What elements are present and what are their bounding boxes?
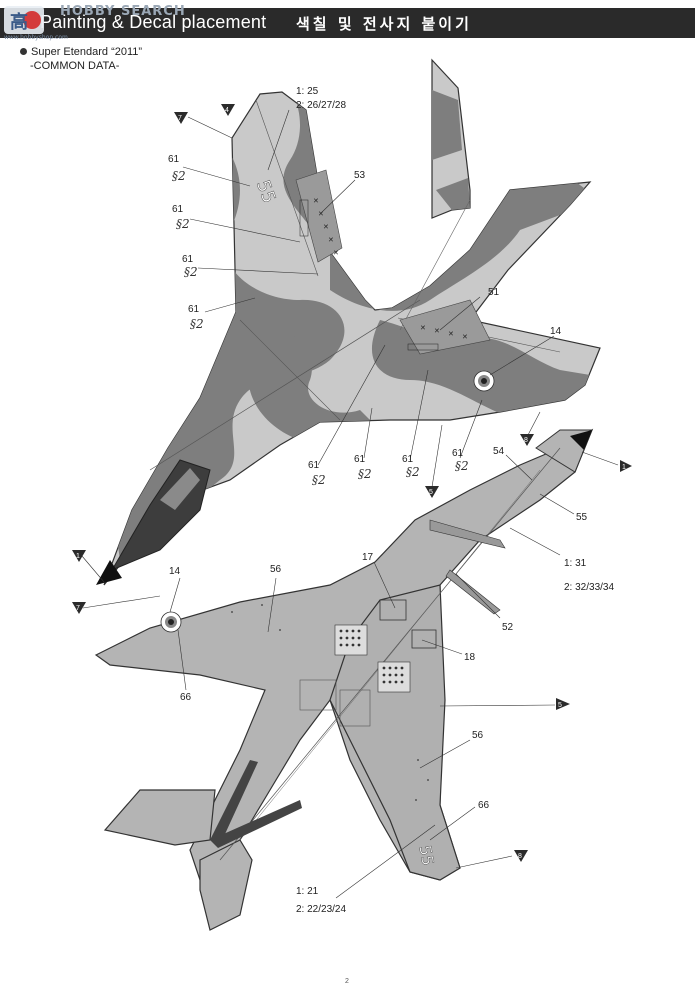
bullet-icon xyxy=(20,47,27,55)
page-number: 2 xyxy=(345,978,349,985)
svg-text:7: 7 xyxy=(178,115,182,122)
callout-decal-32-34: 2: 32/33/34 xyxy=(564,582,614,593)
svg-text:✕: ✕ xyxy=(333,249,339,257)
roundel-underside-icon xyxy=(160,611,182,633)
svg-text:4: 4 xyxy=(225,107,229,114)
callout-decal-66-2: 66 xyxy=(478,800,490,811)
watermark-logo-text: 高 xyxy=(10,11,28,33)
header-bar xyxy=(0,8,695,38)
svg-text:✕: ✕ xyxy=(318,210,324,218)
callout-decal-61-5: 61 xyxy=(308,460,320,471)
handwritten-mark: §2 xyxy=(176,217,190,231)
svg-text:7: 7 xyxy=(76,605,80,612)
svg-text:✕: ✕ xyxy=(328,236,334,244)
callout-decal-61-8: 61 xyxy=(452,448,464,459)
roundel-icon xyxy=(473,370,495,392)
callout-decal-54: 54 xyxy=(493,446,505,457)
watermark-logo-icon: 高 xyxy=(4,6,44,34)
callout-decal-25: 1: 25 xyxy=(296,86,319,97)
common-data-label: -COMMON DATA- xyxy=(30,60,120,72)
callout-decal-52: 52 xyxy=(502,622,514,633)
svg-text:✕: ✕ xyxy=(462,333,468,341)
svg-text:1: 1 xyxy=(622,464,626,471)
page-title: Painting & Decal placement xyxy=(40,12,267,32)
aircraft-top-view: ✕ ✕ ✕ ✕ ✕ ✕ ✕ ✕ ✕ 55 xyxy=(96,58,601,586)
callout-decal-51: 51 xyxy=(488,287,500,298)
model-name: Super Etendard “2011” xyxy=(20,46,142,58)
marker-4-top: 4 xyxy=(221,104,235,116)
marker-5-top: 5 xyxy=(425,486,439,498)
callout-decal-56-2: 56 xyxy=(472,730,484,741)
callout-decal-26-28: 2: 26/27/28 xyxy=(296,100,346,111)
svg-text:5: 5 xyxy=(429,489,433,496)
callout-decal-14-bottom: 14 xyxy=(169,566,181,577)
svg-text:✕: ✕ xyxy=(420,324,426,332)
callout-decal-61-6: 61 xyxy=(354,454,366,465)
svg-text:5: 5 xyxy=(558,702,562,709)
handwritten-mark: §2 xyxy=(190,317,204,331)
handwritten-mark: §2 xyxy=(184,265,198,279)
page-title-korean: 색칠 및 전사지 붙이기 xyxy=(296,15,472,33)
marker-8-bottom: 8 xyxy=(514,850,528,862)
callout-decal-31: 1: 31 xyxy=(564,558,587,569)
aircraft-bottom-view: 55 xyxy=(94,428,594,931)
callout-decal-61-1: 61 xyxy=(168,154,180,165)
callout-decal-18: 18 xyxy=(464,652,476,663)
marker-7-top: 7 xyxy=(174,112,188,124)
svg-text:✕: ✕ xyxy=(323,223,329,231)
callout-decal-17: 17 xyxy=(362,552,374,563)
callout-decal-22-24: 2: 22/23/24 xyxy=(296,904,346,915)
marker-8-top: 8 xyxy=(520,434,534,446)
marker-7-bottom: 7 xyxy=(72,602,86,614)
marker-1-bottom: 1 xyxy=(72,550,86,562)
callout-decal-61-4: 61 xyxy=(188,304,200,315)
svg-text:8: 8 xyxy=(524,437,528,444)
wing-underside-number: 55 xyxy=(415,844,437,867)
svg-text:✕: ✕ xyxy=(434,327,440,335)
handwritten-mark: §2 xyxy=(455,459,469,473)
svg-text:✕: ✕ xyxy=(313,197,319,205)
svg-text:1: 1 xyxy=(76,553,80,560)
callout-decal-66-1: 66 xyxy=(180,692,192,703)
callout-decal-55: 55 xyxy=(576,512,588,523)
handwritten-mark: §2 xyxy=(312,473,326,487)
marker-1-top: 1 xyxy=(620,460,632,472)
callout-decal-53: 53 xyxy=(354,170,366,181)
callout-decal-61-7: 61 xyxy=(402,454,414,465)
model-name-text: Super Etendard “2011” xyxy=(31,46,143,58)
callout-decal-61-2: 61 xyxy=(172,204,184,215)
callout-decal-61-3: 61 xyxy=(182,254,194,265)
callout-decal-14-top: 14 xyxy=(550,326,562,337)
svg-text:✕: ✕ xyxy=(448,330,454,338)
handwritten-mark: §2 xyxy=(172,169,186,183)
svg-text:8: 8 xyxy=(518,853,522,860)
marker-5-bottom: 5 xyxy=(556,698,570,710)
callout-decal-21: 1: 21 xyxy=(296,886,319,897)
watermark-url-text: www.hobbyshop.com xyxy=(4,34,68,41)
handwritten-mark: §2 xyxy=(358,467,372,481)
callout-decal-56-1: 56 xyxy=(270,564,282,575)
handwritten-mark: §2 xyxy=(406,465,420,479)
watermark-site-text: HOBBY SEARCH xyxy=(60,4,186,19)
